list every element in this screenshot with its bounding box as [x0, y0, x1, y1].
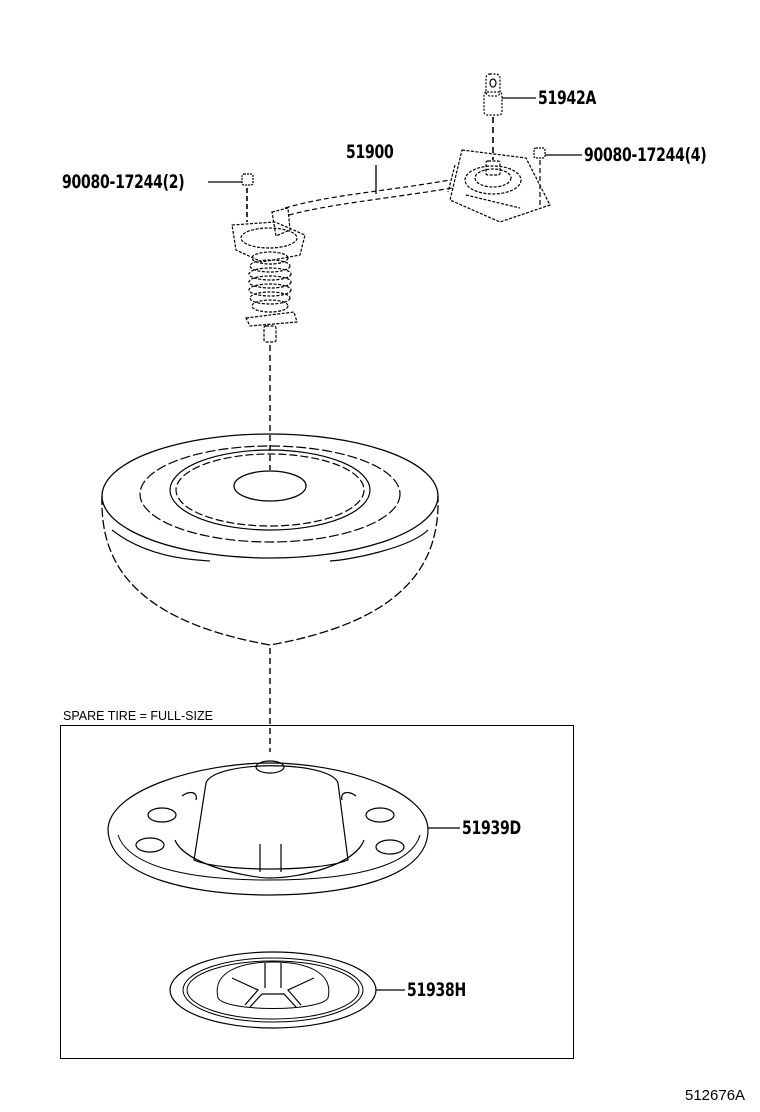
- illustration-id: 512676A: [685, 1087, 746, 1104]
- carrier-cable-icon: [284, 165, 453, 216]
- callout-90080-17244-2[interactable]: 90080-17244(2): [62, 171, 185, 193]
- nut-right-icon: [533, 147, 582, 205]
- spare-tire-icon: [101, 433, 439, 646]
- callout-51942A[interactable]: 51942A: [538, 87, 597, 109]
- frame-caption: SPARE TIRE = FULL-SIZE: [63, 709, 213, 723]
- callout-90080-17244-4[interactable]: 90080-17244(4): [584, 144, 707, 166]
- winch-spring-assembly-icon: [231, 207, 306, 343]
- full-size-spare-frame: [60, 725, 574, 1059]
- hub-plate-51939D-icon: [107, 760, 460, 896]
- retainer-51938H-icon: [169, 951, 405, 1029]
- nut-left-icon: [208, 173, 254, 222]
- winch-bracket-icon: [447, 149, 551, 223]
- callout-51938H[interactable]: 51938H: [407, 979, 467, 1001]
- callout-51900[interactable]: 51900: [346, 141, 394, 163]
- pin-51942A-icon: [483, 73, 536, 160]
- callout-51939D[interactable]: 51939D: [462, 817, 521, 839]
